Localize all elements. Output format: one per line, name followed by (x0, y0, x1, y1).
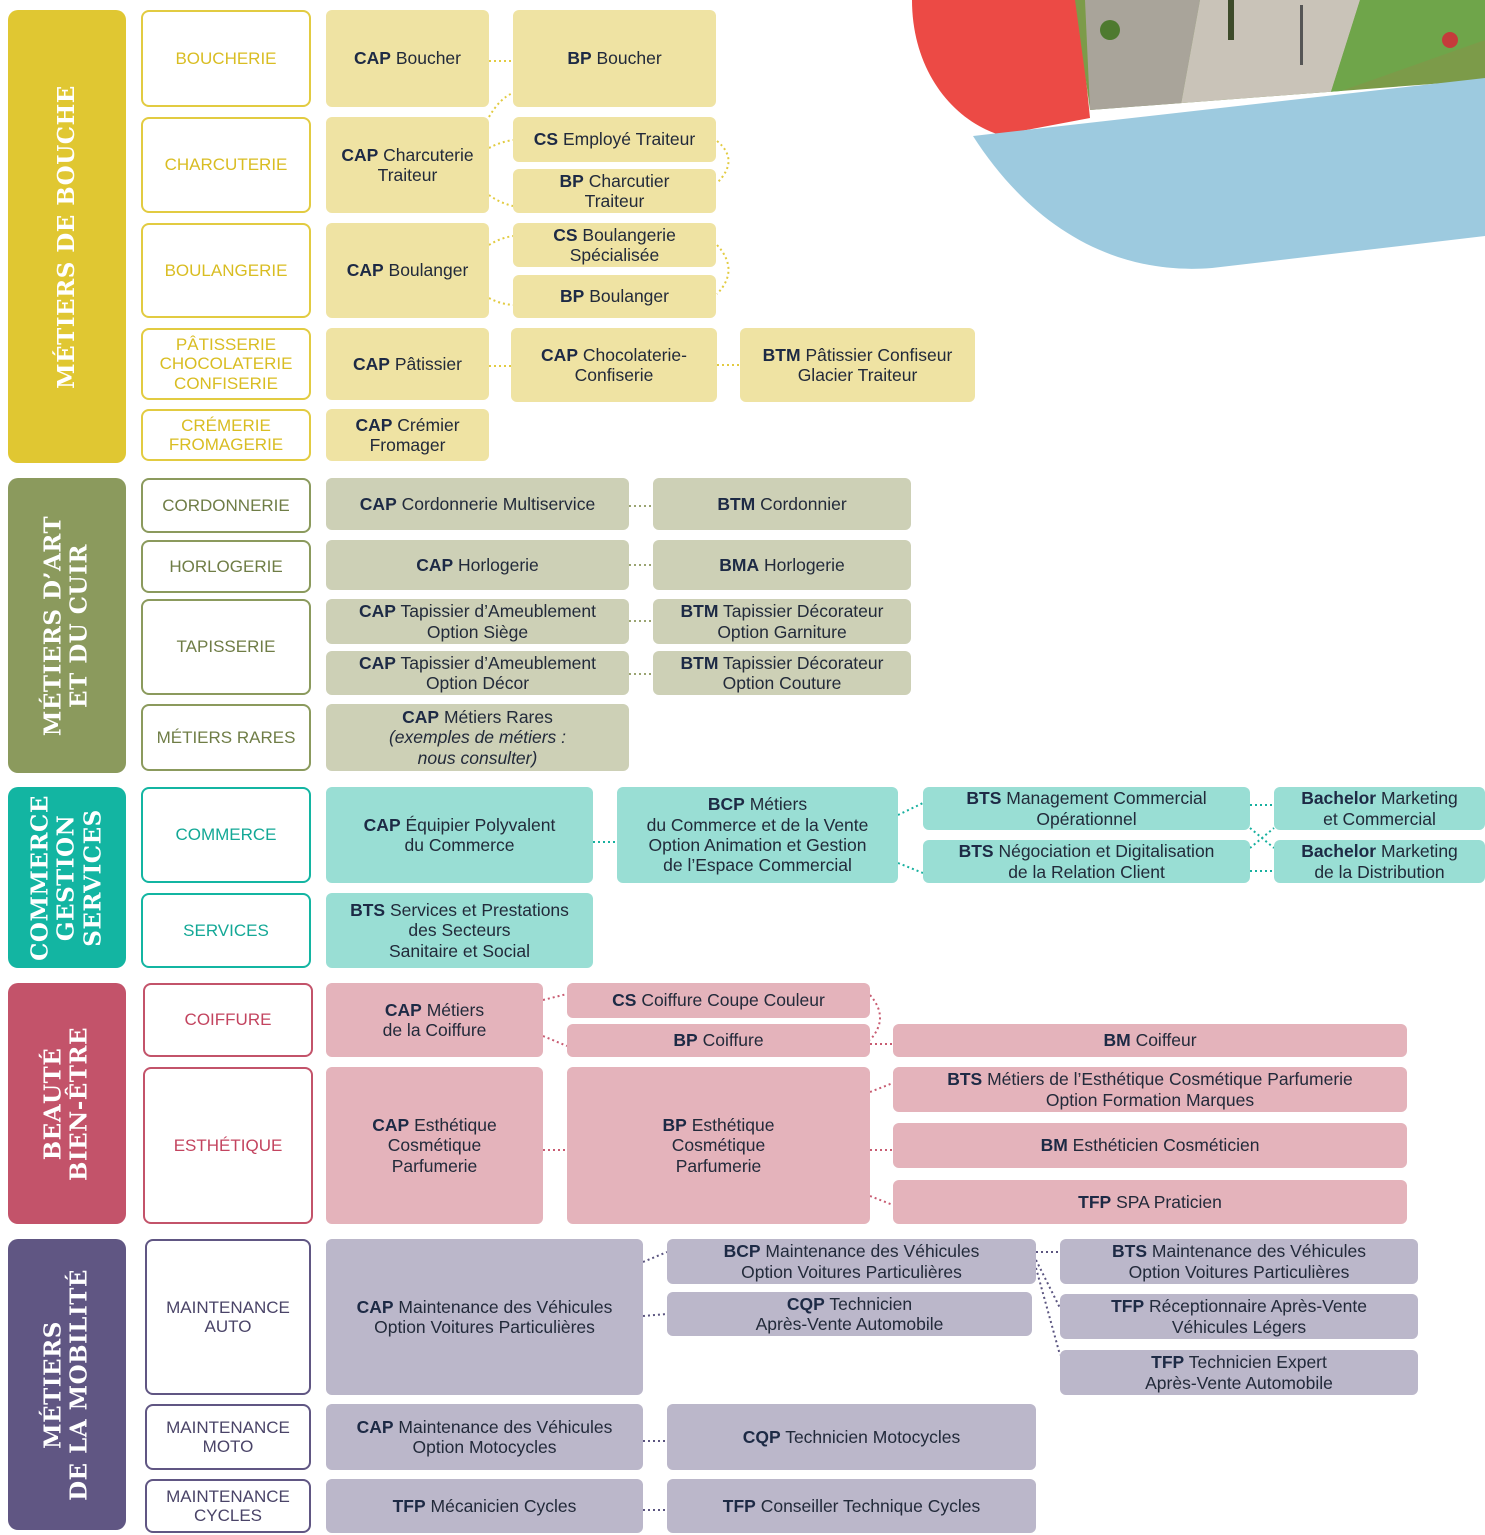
diploma-cqp-technicien-moto: CQP Technicien Motocycles (667, 1404, 1036, 1470)
diploma-bts-esthetique: BTS Métiers de l’Esthétique Cosmétique P… (893, 1067, 1407, 1112)
blue-shape (973, 78, 1485, 269)
category-commerce: COMMERCE (141, 787, 311, 883)
section-band-bouche: MÉTIERS DE BOUCHE (8, 10, 126, 463)
diploma-cap-chocolaterie: CAP Chocolaterie-Confiserie (511, 328, 717, 402)
category-esthetique: ESTHÉTIQUE (143, 1067, 313, 1224)
category-services: SERVICES (141, 893, 311, 968)
mobilite-connectors (642, 1251, 1061, 1511)
red-shape (912, 0, 1090, 135)
diploma-bm-estheticien: BM Esthéticien Cosméticien (893, 1123, 1407, 1168)
diploma-bp-coiffure: BP Coiffure (567, 1024, 870, 1057)
diploma-cap-horlogerie: CAP Horlogerie (326, 540, 629, 590)
diploma-bp-boucher: BP Boucher (513, 10, 716, 107)
category-cordonnerie: CORDONNERIE (141, 478, 311, 533)
art-connectors (629, 505, 653, 675)
category-boucherie: BOUCHERIE (141, 10, 311, 107)
diploma-bma-horlogerie: BMA Horlogerie (653, 540, 911, 590)
diploma-cap-cordonnerie: CAP Cordonnerie Multiservice (326, 478, 629, 530)
diploma-tfp-spa: TFP SPA Praticien (893, 1180, 1407, 1224)
diploma-cap-boulanger: CAP Boulanger (326, 223, 489, 318)
diploma-tfp-conseiller-cycles: TFP Conseiller Technique Cycles (667, 1479, 1036, 1533)
diploma-cap-boucher: CAP Boucher (326, 10, 489, 107)
category-coiffure: COIFFURE (143, 983, 313, 1057)
diploma-bp-boulanger: BP Boulanger (513, 275, 716, 318)
category-metiers-rares: MÉTIERS RARES (141, 704, 311, 771)
diploma-cs-coiffure: CS Coiffure Coupe Couleur (567, 983, 870, 1018)
category-tapisserie: TAPISSERIE (141, 599, 311, 695)
diploma-cs-traiteur: CS Employé Traiteur (513, 117, 716, 162)
diploma-cap-metiers-rares: CAP Métiers Rares(exemples de métiers :n… (326, 704, 629, 771)
category-boulangerie: BOULANGERIE (141, 223, 311, 318)
diploma-tfp-mecanicien-cycles: TFP Mécanicien Cycles (326, 1479, 643, 1533)
category-charcuterie: CHARCUTERIE (141, 117, 311, 213)
category-horlogerie: HORLOGERIE (141, 540, 311, 593)
section-label-bouche: MÉTIERS DE BOUCHE (52, 84, 80, 389)
diploma-bm-coiffeur: BM Coiffeur (893, 1024, 1407, 1057)
diploma-btm-cordonnier: BTM Cordonnier (653, 478, 911, 530)
campus-photo (1075, 0, 1485, 110)
diploma-cap-patissier: CAP Pâtissier (326, 328, 489, 400)
